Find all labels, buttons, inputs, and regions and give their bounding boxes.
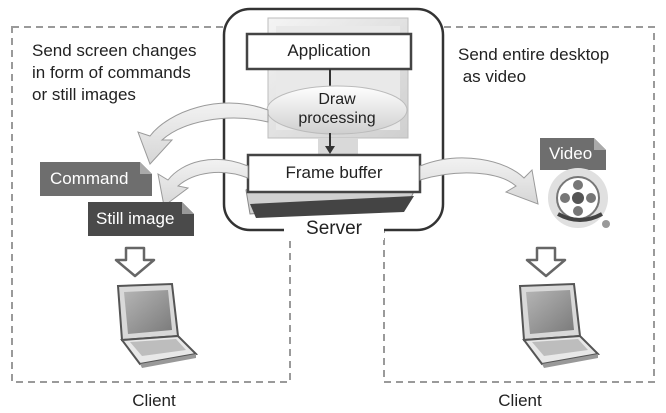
video-tag xyxy=(540,138,606,170)
still-image-label: Still image xyxy=(96,209,175,228)
server-label: Server xyxy=(284,218,384,240)
laptop-right-icon xyxy=(518,282,601,368)
frame-buffer-label: Frame buffer xyxy=(285,163,383,182)
arrow-to-video xyxy=(419,157,539,205)
frame-buffer-box xyxy=(246,153,422,194)
right-description: Send entire desktop as video xyxy=(458,45,610,86)
left-description: Send screen changes in form of commands … xyxy=(32,41,197,104)
draw-processing-label: Draw processing xyxy=(298,91,376,127)
video-label: Video xyxy=(549,144,593,163)
application-label: Application xyxy=(287,41,371,60)
down-arrow-left-icon xyxy=(114,246,156,278)
command-label: Command xyxy=(50,169,129,188)
client-label-right: Client xyxy=(498,391,542,410)
film-reel-icon xyxy=(548,168,610,228)
laptop-left-icon xyxy=(116,282,199,368)
left-client-panel xyxy=(11,26,291,383)
client-label-left: Client xyxy=(132,391,176,410)
down-arrow-right-icon xyxy=(525,246,567,278)
arrow-to-command xyxy=(137,102,269,165)
still-image-tag xyxy=(88,202,194,236)
command-tag xyxy=(40,162,152,196)
